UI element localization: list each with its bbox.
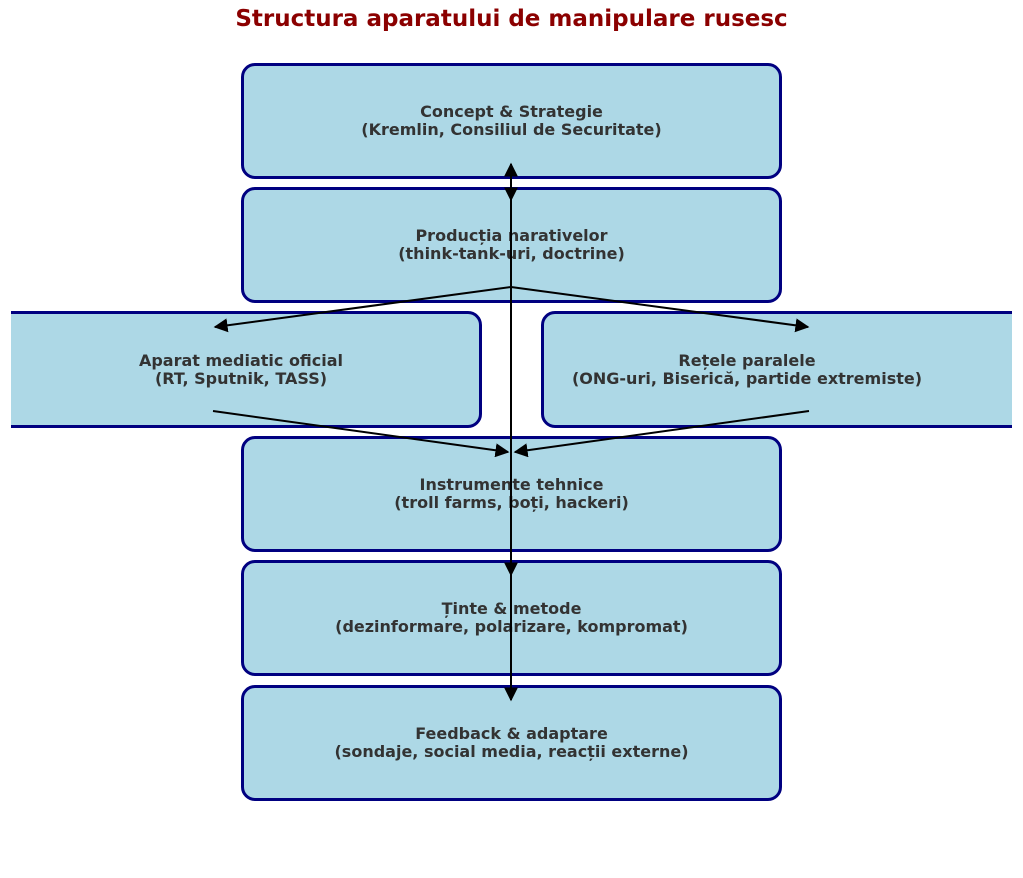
node-productie-title: Producția narativelor	[415, 226, 608, 245]
node-aparat-mediatic: Aparat mediatic oficial (RT, Sputnik, TA…	[0, 311, 482, 428]
node-retele-title: Rețele paralele	[678, 350, 816, 370]
left-margin-mask	[0, 300, 11, 440]
node-productie-subtitle: (think-tank-uri, doctrine)	[398, 244, 625, 263]
node-concept-strategie: Concept & Strategie (Kremlin, Consiliul …	[241, 63, 782, 179]
node-tinte-title: Ținte & metode	[441, 599, 582, 618]
node-instrumente-title: Instrumente tehnice	[419, 475, 604, 494]
node-media-title: Aparat mediatic oficial	[138, 350, 344, 370]
node-media-subtitle: (RT, Sputnik, TASS)	[154, 368, 328, 388]
node-tinte-metode: Ținte & metode (dezinformare, polarizare…	[241, 560, 782, 676]
node-feedback-title: Feedback & adaptare	[415, 724, 608, 743]
node-feedback-subtitle: (sondaje, social media, reacții externe)	[334, 742, 689, 761]
node-retele-paralele: Rețele paralele (ONG-uri, Biserică, part…	[541, 311, 1023, 428]
right-margin-mask	[1012, 300, 1023, 440]
node-instrumente-subtitle: (troll farms, boți, hackeri)	[394, 493, 629, 512]
node-productia-narativelor: Producția narativelor (think-tank-uri, d…	[241, 187, 782, 303]
node-tinte-subtitle: (dezinformare, polarizare, kompromat)	[335, 617, 688, 636]
diagram-title: Structura aparatului de manipulare ruses…	[235, 6, 788, 32]
node-feedback-adaptare: Feedback & adaptare (sondaje, social med…	[241, 685, 782, 801]
node-retele-subtitle: (ONG-uri, Biserică, partide extremiste)	[571, 368, 923, 388]
node-concept-title: Concept & Strategie	[420, 102, 603, 121]
node-concept-subtitle: (Kremlin, Consiliul de Securitate)	[361, 120, 662, 139]
node-instrumente-tehnice: Instrumente tehnice (troll farms, boți, …	[241, 436, 782, 552]
